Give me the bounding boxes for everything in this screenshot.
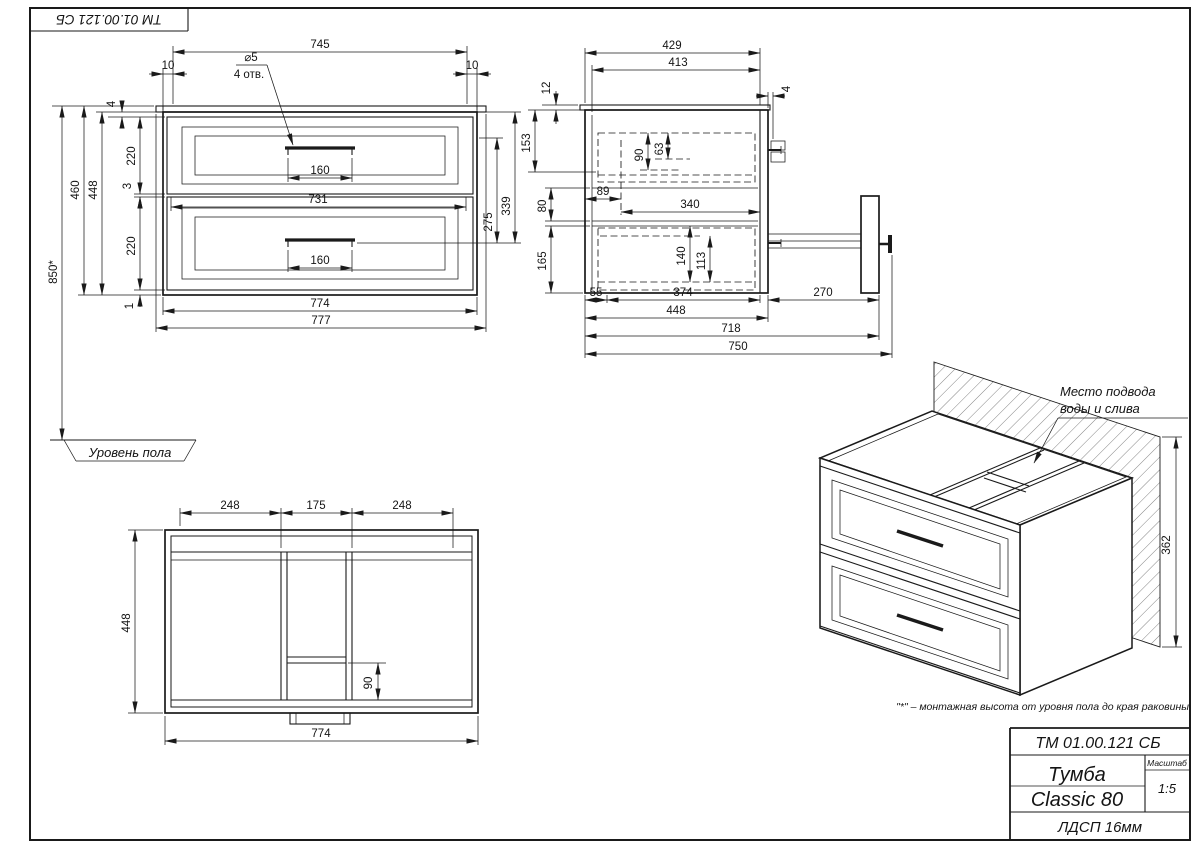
corner-stamp-code: ТМ 01.00.121 СБ [56,12,162,27]
dim-774-plan: 774 [311,728,331,740]
dim-89: 89 [597,186,610,198]
dim-113: 113 [696,252,708,270]
dim-374: 374 [673,287,693,299]
dim-275: 275 [483,212,495,231]
dim-160-bottom: 160 [310,255,329,267]
dim-3-front: 3 [122,183,134,189]
front-view-dimensions: 745 10 10 ⌀5 4 отв. 850* 460 448 4 220 [48,39,521,441]
dim-10-left: 10 [162,60,175,72]
dim-777: 777 [311,315,330,327]
dim-220-top: 220 [126,146,138,165]
dim-4-front: 4 [106,100,118,107]
iso-view: 362 Место подвода воды и слива "*" – мон… [817,361,1189,713]
title-block-scale-value: 1:5 [1158,781,1177,796]
title-block-code: ТМ 01.00.121 СБ [1035,735,1160,752]
dim-340: 340 [680,199,699,211]
dim-153: 153 [521,133,533,152]
drawing-frame: ТМ 01.00.121 СБ [29,7,1191,841]
dim-4-side: 4 [781,85,793,92]
dim-12: 12 [541,82,553,95]
dim-140: 140 [676,246,688,265]
front-view: Уровень пола [50,105,487,462]
dim-448-side: 448 [666,305,685,317]
plan-view-dimensions: 248 175 248 448 90 774 [121,500,479,745]
dim-745: 745 [310,39,329,51]
dim-hole-diameter: ⌀5 [244,52,257,64]
title-block-name-line1: Тумба [1048,764,1106,786]
dim-731: 731 [308,194,327,206]
dim-413: 413 [668,57,687,69]
water-note-line2: воды и слива [1060,401,1140,416]
dim-429: 429 [662,40,681,52]
dim-718: 718 [721,323,740,335]
dim-175: 175 [306,500,325,512]
floor-level-label: Уровень пола [88,445,172,460]
dim-362: 362 [1161,535,1173,554]
dim-220-bottom: 220 [126,236,138,255]
dim-774-front: 774 [310,298,330,310]
dim-hole-count: 4 отв. [234,69,264,81]
side-view-dimensions: 429 413 12 4 153 80 165 90 63 89 [521,40,893,358]
dim-339: 339 [501,196,513,215]
drawer-handle-side [888,235,892,253]
dim-90-side: 90 [634,149,646,162]
title-block-name-line2: Classic 80 [1031,789,1123,811]
dim-460: 460 [70,180,82,199]
iso-handle-top [896,529,944,548]
dim-55: 55 [590,287,603,299]
dim-63: 63 [654,143,666,156]
water-note-line1: Место подвода [1060,384,1156,399]
dim-80: 80 [537,200,549,213]
dim-248-left: 248 [220,500,239,512]
title-block: ТМ 01.00.121 СБ Тумба Classic 80 Масштаб… [1009,727,1190,840]
title-block-material: ЛДСП 16мм [1057,819,1142,836]
dim-248-right: 248 [392,500,411,512]
dim-448-front: 448 [88,180,100,199]
plan-handle [289,712,351,725]
mounting-height-footnote: "*" – монтажная высота от уровня пола до… [896,701,1189,713]
dim-90-plan: 90 [363,677,375,690]
dim-270: 270 [813,287,832,299]
dim-750: 750 [728,341,747,353]
iso-handle-bottom [896,613,944,632]
dim-165: 165 [537,251,549,270]
dim-850: 850* [48,260,60,284]
plan-view [164,529,479,725]
dim-10-right: 10 [466,60,479,72]
dim-448-plan: 448 [121,613,133,632]
dim-1-front: 1 [124,303,136,309]
title-block-scale-label: Масштаб [1147,758,1188,768]
dim-160-top: 160 [310,165,329,177]
